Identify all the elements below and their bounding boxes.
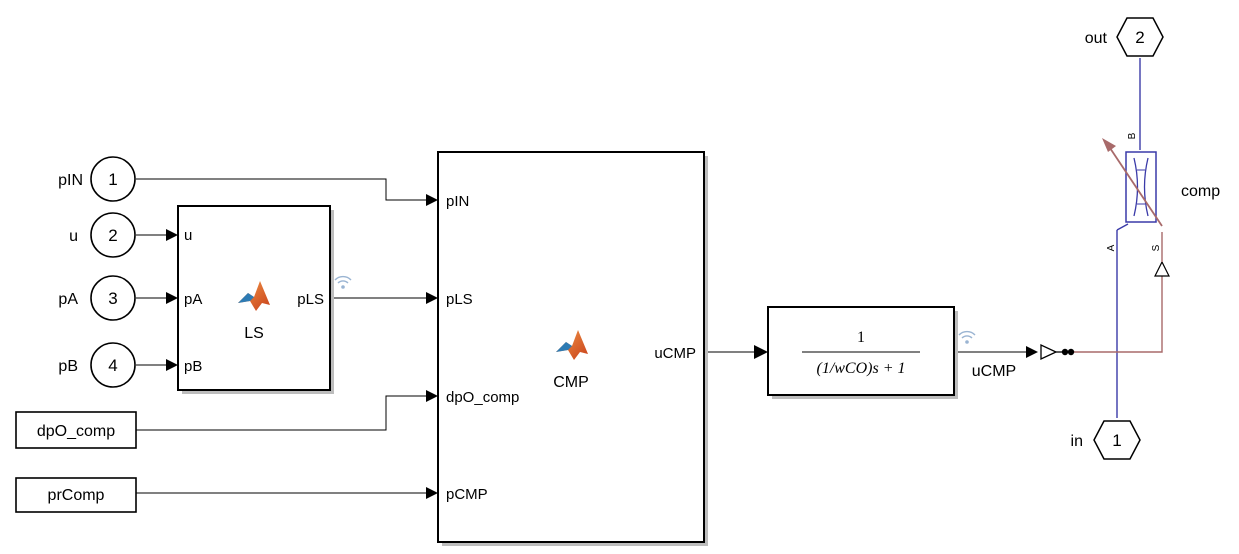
connection-port-out[interactable]: 2 out <box>1085 17 1164 57</box>
inport-label: pA <box>58 291 78 308</box>
matlab-icon <box>238 281 270 311</box>
connection-port-label: out <box>1085 30 1108 47</box>
inport-number: 1 <box>108 170 117 189</box>
inport-2[interactable]: 2 u <box>69 212 136 258</box>
signal-log-icon <box>958 330 976 344</box>
inport-label: pB <box>58 358 78 375</box>
variable-arrow <box>1107 144 1163 227</box>
orifice-label: comp <box>1181 183 1220 200</box>
cmp-port-pin: pIN <box>446 193 469 210</box>
from-block-label: prComp <box>48 487 105 504</box>
inport-1[interactable]: 1 pIN <box>58 156 136 202</box>
simulink-ps-converter[interactable] <box>1040 343 1075 361</box>
arrow-ls-pb <box>166 359 178 371</box>
ls-port-pb: pB <box>184 358 202 375</box>
inport-3[interactable]: 3 pA <box>58 275 136 321</box>
arrow-ls-u <box>166 229 178 241</box>
inport-number: 2 <box>108 226 117 245</box>
cmp-port-ucmp: uCMP <box>654 345 696 362</box>
connection-port-in[interactable]: 1 in <box>1071 420 1141 460</box>
inport-label: u <box>69 228 78 245</box>
cmp-port-pcmp: pCMP <box>446 486 488 503</box>
connection-port-label: in <box>1071 433 1083 450</box>
arrow-sps-in <box>1026 346 1038 358</box>
orifice-port-s: S <box>1151 244 1162 251</box>
orifice-port-a: A <box>1106 244 1117 251</box>
ls-port-u: u <box>184 227 192 244</box>
from-block-dpo-comp[interactable]: dpO_comp <box>15 411 137 449</box>
arrow-cmp-pls <box>426 292 438 304</box>
ps-input-port-s <box>1154 260 1170 277</box>
connection-port-number: 1 <box>1112 431 1121 450</box>
arrow-cmp-pin <box>426 194 438 206</box>
tf-denominator: (1/wCO)s + 1 <box>816 360 905 377</box>
inport-label: pIN <box>58 172 83 189</box>
inport-number: 4 <box>108 356 117 375</box>
cmp-block-label: CMP <box>553 374 589 391</box>
arrow-tf-in <box>754 345 768 359</box>
ls-block-label: LS <box>244 325 264 342</box>
cmp-block[interactable]: pIN pLS dpO_comp pCMP uCMP CMP <box>437 151 708 546</box>
variable-orifice-comp[interactable]: B A S comp <box>1102 132 1220 277</box>
signal-log-icon <box>334 275 352 289</box>
variable-arrow-head <box>1102 138 1116 152</box>
cmp-port-dpo-comp: dpO_comp <box>446 389 519 406</box>
line-ps-signal[interactable] <box>1070 276 1163 353</box>
signal-label-ucmp: uCMP <box>972 363 1016 380</box>
ls-port-pls: pLS <box>297 291 324 308</box>
tf-numerator: 1 <box>857 329 865 346</box>
orifice-port-b: B <box>1127 132 1138 139</box>
transfer-fcn-block[interactable]: 1 (1/wCO)s + 1 <box>767 306 958 399</box>
inport-4[interactable]: 4 pB <box>58 342 136 388</box>
line-dpo-comp[interactable] <box>136 395 426 431</box>
connection-port-number: 2 <box>1135 28 1144 47</box>
arrow-ls-pa <box>166 292 178 304</box>
signal-lines <box>136 178 1038 499</box>
arrow-cmp-dpo <box>426 390 438 402</box>
matlab-icon <box>556 330 588 360</box>
from-block-label: dpO_comp <box>37 423 115 440</box>
cmp-port-pls: pLS <box>446 291 473 308</box>
inport-number: 3 <box>108 289 117 308</box>
line-a-stub <box>1116 223 1129 231</box>
arrow-cmp-pcmp <box>426 487 438 499</box>
line-pin[interactable] <box>136 178 426 201</box>
from-block-prcomp[interactable]: prComp <box>15 477 137 513</box>
ls-port-pa: pA <box>184 291 202 308</box>
physical-lines <box>1070 58 1163 418</box>
ls-block[interactable]: u pA pB pLS LS <box>177 205 334 394</box>
